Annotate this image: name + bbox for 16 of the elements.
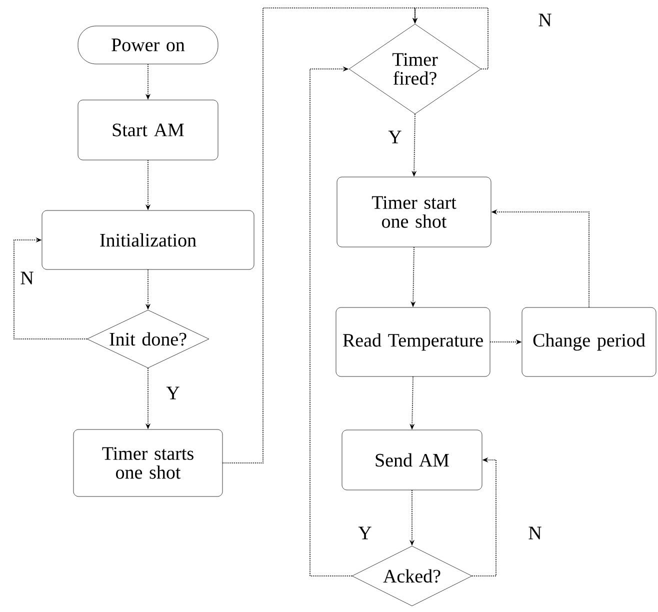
process-box: Initialization	[42, 210, 254, 270]
process-box: Timer start one shot	[336, 176, 492, 248]
process-box: Send AM	[342, 430, 482, 490]
process-box: Timer starts one shot	[73, 429, 223, 497]
edge-label: N	[19, 270, 35, 286]
edge-label: Y	[387, 130, 403, 144]
edge-label: N	[537, 12, 553, 28]
edge-label: Y	[357, 526, 373, 540]
process-box: Read Temperature	[336, 307, 490, 377]
arrow	[14, 237, 88, 340]
arrow	[310, 66, 352, 576]
edge-label: Y	[165, 386, 181, 400]
edge-label: N	[527, 526, 543, 540]
process-box: Change period	[522, 307, 656, 377]
arrow	[222, 8, 418, 464]
process-box: Start AM	[78, 100, 218, 160]
